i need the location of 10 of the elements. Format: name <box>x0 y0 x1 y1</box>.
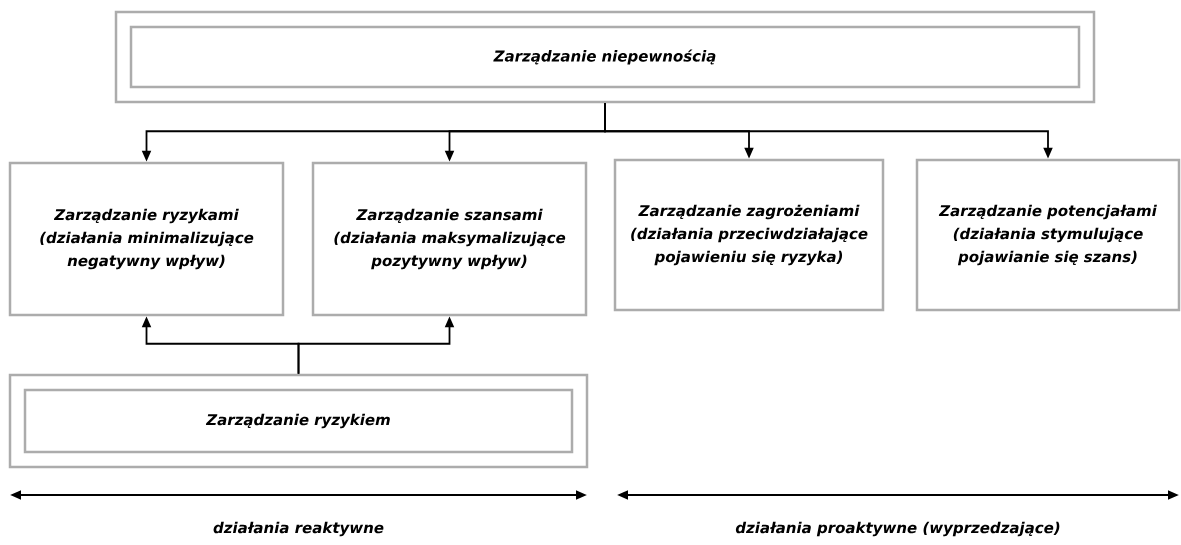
range-label: działania reaktywne <box>213 521 384 537</box>
outer-frame <box>114 10 1096 104</box>
text-box: Zarządzanie szansami (działania maksymalizujące pozytywny wpływ) <box>311 161 588 317</box>
text-box: Zarządzanie potencjałami (działania stymulujące pojawianie się szans) <box>915 158 1181 312</box>
text-box: Zarządzanie zagrożeniami (działania przeciwdziałające pojawieniu się ryzyka) <box>613 158 885 312</box>
text-box: Zarządzanie ryzykiem <box>23 388 574 454</box>
outer-frame <box>8 373 589 469</box>
text-box: Zarządzanie ryzykami (działania minimalizujące negatywny wpływ) <box>8 161 285 317</box>
range-label: działania proaktywne (wyprzedzające) <box>735 521 1060 537</box>
text-box: Zarządzanie niepewnością <box>129 25 1081 89</box>
